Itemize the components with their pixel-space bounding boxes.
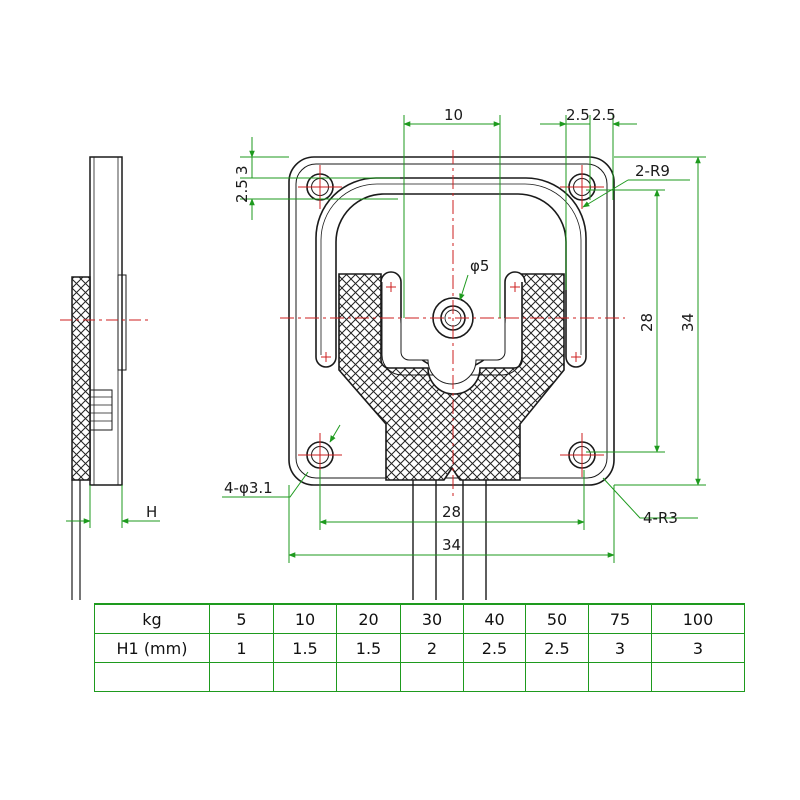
dimension-h <box>66 485 160 528</box>
table-cell <box>400 662 464 692</box>
table-cell: 20 <box>336 603 401 634</box>
table-cell <box>209 662 274 692</box>
table-row <box>94 662 745 692</box>
dim-4-phi3-1-label: 4-φ3.1 <box>224 479 273 497</box>
table-cell: kg <box>94 603 210 634</box>
dim-10-label: 10 <box>444 106 463 124</box>
load-height-table: kg 5 10 20 30 40 50 75 100 H1 (mm) 1 1.5… <box>94 603 745 692</box>
table-cell: 2.5 <box>463 633 526 663</box>
table-cell: 3 <box>588 633 652 663</box>
table-cell: 30 <box>400 603 464 634</box>
dim-28-horizontal-label: 28 <box>442 503 461 521</box>
table-cell <box>273 662 337 692</box>
table-cell: 1 <box>209 633 274 663</box>
side-view-hatched-sensor <box>71 276 91 481</box>
table-cell: 2.5 <box>525 633 589 663</box>
table-row: kg 5 10 20 30 40 50 75 100 <box>94 603 745 634</box>
table-cell <box>525 662 589 692</box>
dim-34-horizontal-label: 34 <box>442 536 461 554</box>
dim-2-5-top-left-label: 2.5 <box>566 106 590 124</box>
table-cell: 75 <box>588 603 652 634</box>
dim-2-5-left-label: 2.5 <box>233 179 251 203</box>
table-cell <box>94 662 210 692</box>
table-cell: 100 <box>651 603 745 634</box>
table-cell <box>588 662 652 692</box>
table-cell: 10 <box>273 603 337 634</box>
side-view <box>60 156 150 600</box>
table-row: H1 (mm) 1 1.5 1.5 2 2.5 2.5 3 3 <box>94 633 745 663</box>
dim-34-vertical-label: 34 <box>679 313 697 332</box>
dim-28-vertical-label: 28 <box>638 313 656 332</box>
centerlines <box>280 150 625 500</box>
dim-4-r3-label: 4-R3 <box>643 509 678 527</box>
dimension-lines <box>222 115 706 563</box>
table-cell: 3 <box>651 633 745 663</box>
table-cell: 40 <box>463 603 526 634</box>
dim-phi5-label: φ5 <box>470 257 489 275</box>
dim-2-r9-label: 2-R9 <box>635 162 670 180</box>
dim-2-5-top-right-label: 2.5 <box>592 106 616 124</box>
hatched-flexure-body <box>338 273 565 481</box>
dim-h-label: H <box>146 503 157 521</box>
table-cell <box>336 662 401 692</box>
table-cell: 2 <box>400 633 464 663</box>
table-cell <box>463 662 526 692</box>
side-view-body <box>89 156 123 486</box>
table-cell: H1 (mm) <box>94 633 210 663</box>
front-view <box>288 156 615 600</box>
table-cell <box>651 662 745 692</box>
table-cell: 5 <box>209 603 274 634</box>
table-cell: 1.5 <box>336 633 401 663</box>
dim-3-left-label: 3 <box>233 165 251 175</box>
mounting-plate-outline <box>288 156 615 486</box>
table-cell: 1.5 <box>273 633 337 663</box>
table-cell: 50 <box>525 603 589 634</box>
